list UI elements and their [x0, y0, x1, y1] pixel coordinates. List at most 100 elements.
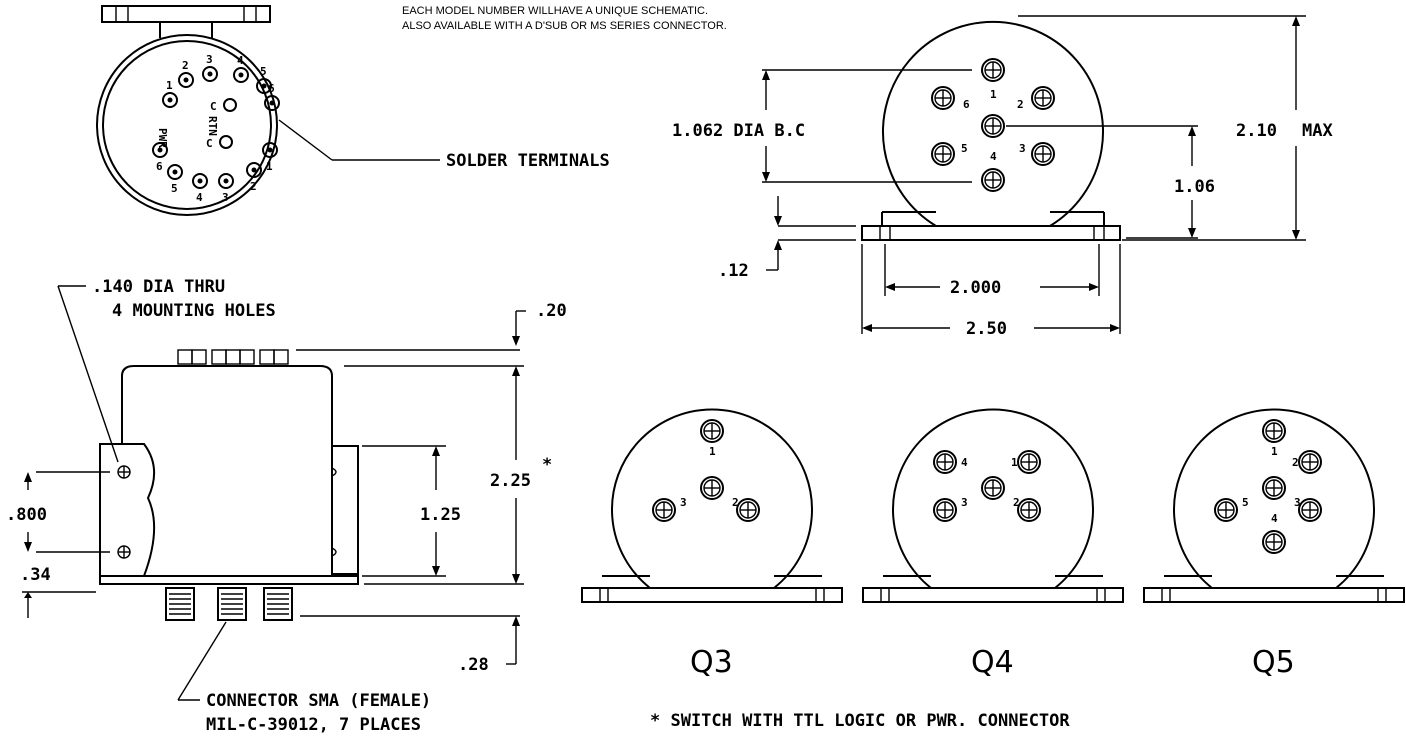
rf-port: [981, 114, 1005, 138]
dim-012: .12: [718, 261, 749, 281]
rf-port: [1262, 476, 1286, 500]
solder-pin: [233, 67, 249, 83]
port-label: 2: [1013, 496, 1020, 509]
rf-port: [933, 498, 957, 522]
top-view-flange: [101, 5, 271, 23]
dim-max: MAX: [1302, 121, 1333, 141]
port-label: 5: [1242, 496, 1249, 509]
dim-2000: 2.000: [950, 278, 1001, 298]
rf-port: [931, 142, 955, 166]
rf-port: [981, 58, 1005, 82]
switch-body-outline: [121, 365, 333, 574]
port-label: 2: [1292, 456, 1299, 469]
port-label: 1: [990, 88, 997, 101]
variant-base: [1143, 587, 1405, 603]
sma-connector: [263, 587, 293, 621]
sma-connectors: [165, 587, 293, 621]
end-view-base: [861, 225, 1121, 241]
solder-pin-label: 3: [206, 53, 213, 66]
solder-pin-label: 1: [266, 160, 273, 173]
variant-label: Q4: [971, 645, 1014, 680]
rf-port: [1298, 498, 1322, 522]
port-label: 4: [990, 150, 997, 163]
solder-pin-label: 3: [222, 191, 229, 204]
solder-pin: [167, 164, 183, 180]
rf-port: [1031, 142, 1055, 166]
solder-pin: [256, 78, 272, 94]
rf-port: [1031, 86, 1055, 110]
rf-port: [1298, 450, 1322, 474]
dim-bolt-circle: 1.062 DIA B.C: [672, 121, 805, 141]
variant-base: [581, 587, 843, 603]
solder-pin: [202, 66, 218, 82]
solder-pin: [262, 142, 278, 158]
solder-pin: [218, 173, 234, 189]
rf-port: [700, 476, 724, 500]
variant-base: [862, 587, 1124, 603]
solder-pin-label: 2: [250, 180, 257, 193]
pin-label-pwr: PWR: [156, 128, 169, 148]
port-label: 4: [961, 456, 968, 469]
dim-800: .800: [6, 505, 47, 525]
connector-label-2: MIL-C-39012, 7 PLACES: [206, 715, 421, 735]
dim-034: .34: [20, 565, 51, 585]
rf-port: [700, 419, 724, 443]
port-label: 3: [1294, 496, 1301, 509]
rf-port: [981, 476, 1005, 500]
solder-pin: [223, 98, 237, 112]
variant-label: Q3: [690, 645, 733, 680]
port-label: 2: [732, 496, 739, 509]
solder-pin-label: 6: [156, 160, 163, 173]
connector-label-1: CONNECTOR SMA (FEMALE): [206, 691, 431, 711]
rf-port: [1262, 419, 1286, 443]
solder-pin-label: 6: [268, 82, 275, 95]
port-label: 1: [1011, 456, 1018, 469]
note-unique-schematic: EACH MODEL NUMBER WILLHAVE A UNIQUE SCHE…: [402, 5, 708, 17]
variant-label: Q5: [1252, 645, 1295, 680]
solder-pin-label: 4: [196, 191, 203, 204]
dim-125: 1.25: [420, 505, 461, 525]
variant-body: [892, 408, 1094, 589]
port-label: 4: [1271, 512, 1278, 525]
port-label: 3: [1019, 142, 1026, 155]
note-connector-options: ALSO AVAILABLE WITH A D'SUB OR MS SERIES…: [402, 20, 727, 32]
mounting-bracket-left: [99, 443, 156, 577]
end-view-body: [882, 20, 1104, 227]
rf-port: [736, 498, 760, 522]
solder-pin: [246, 162, 262, 178]
top-terminal-row: [177, 349, 289, 365]
solder-pin: [162, 92, 178, 108]
rf-port: [933, 450, 957, 474]
dim-250: 2.50: [966, 319, 1007, 339]
port-label: 2: [1017, 98, 1024, 111]
sma-connector: [217, 587, 247, 621]
side-view: .140 DIA THRU 4 MOUNTING HOLES .20: [6, 277, 567, 735]
solder-pin: [178, 72, 194, 88]
solder-pin-label: 5: [171, 182, 178, 195]
port-label: 1: [709, 445, 716, 458]
variant-body: [611, 408, 813, 589]
solder-pin-label: 4: [237, 54, 244, 67]
mounting-holes-label-2: 4 MOUNTING HOLES: [112, 301, 276, 321]
solder-pin: [219, 135, 233, 149]
solder-pin-label: 2: [182, 59, 189, 72]
center-pin-label: C: [210, 100, 217, 113]
solder-pin: [152, 142, 168, 158]
solder-pin: [192, 173, 208, 189]
dim-225-asterisk: *: [542, 455, 552, 475]
variant-body: [1173, 408, 1375, 589]
solder-pin-label: 5: [260, 65, 267, 78]
mounting-bracket-right: [331, 445, 359, 575]
rf-port: [1262, 530, 1286, 554]
port-label: 6: [963, 98, 970, 111]
connector-face-circle: [96, 34, 278, 216]
solder-terminals-label: SOLDER TERMINALS: [446, 151, 610, 171]
